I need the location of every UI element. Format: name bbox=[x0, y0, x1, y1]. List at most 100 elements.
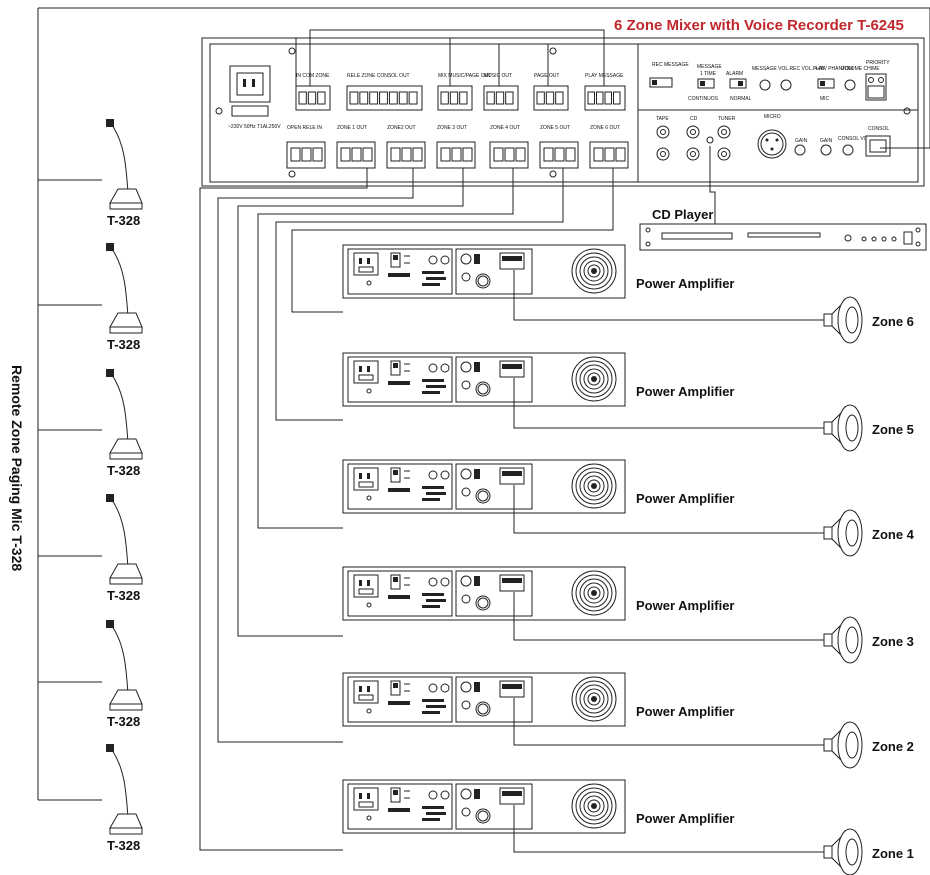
zone-speaker: Zone 1 bbox=[823, 828, 914, 875]
control-label: MESSAGE bbox=[697, 64, 722, 70]
connector-label: IN COM ZONE bbox=[296, 73, 330, 79]
wire bbox=[513, 270, 824, 321]
terminal-block bbox=[346, 85, 423, 111]
zone-label: Zone 1 bbox=[872, 846, 914, 861]
zone-speaker: Zone 3 bbox=[823, 616, 914, 664]
terminal-block bbox=[286, 141, 326, 169]
paging-mic: T-328 bbox=[106, 494, 143, 603]
paging-mic: T-328 bbox=[106, 620, 143, 729]
zone-speaker: Zone 2 bbox=[823, 721, 914, 769]
power-amplifier: Power Amplifier bbox=[342, 459, 734, 514]
zone-label: Zone 5 bbox=[872, 422, 914, 437]
cd-player: CD Player bbox=[639, 207, 927, 251]
control-label: PRIORITY bbox=[866, 60, 890, 66]
wire bbox=[275, 168, 564, 421]
input-label: MICRO bbox=[764, 114, 781, 120]
control-label: REC MESSAGE bbox=[652, 62, 689, 68]
terminal-block bbox=[539, 141, 579, 169]
mic-label: T-328 bbox=[107, 714, 140, 729]
control-label: MESSAGE VOL.REC VOL.PLAY bbox=[752, 66, 826, 72]
wire bbox=[513, 485, 824, 534]
connector-label: OPEN RELE IN bbox=[287, 125, 322, 131]
paging-mic: T-328 bbox=[106, 119, 143, 228]
control-label: MIC bbox=[820, 96, 830, 102]
amplifier-label: Power Amplifier bbox=[636, 811, 734, 826]
connector-label: ZONE2 OUT bbox=[387, 125, 416, 131]
wire bbox=[257, 168, 514, 529]
mixer-control-panel: REC MESSAGE MESSAGE 1 TIME CONTINUOS ALA… bbox=[649, 60, 890, 102]
power-amplifier: Power Amplifier bbox=[342, 672, 734, 727]
side-label: Remote Zone Paging Mic T-328 bbox=[9, 365, 25, 571]
terminal-block bbox=[386, 141, 426, 169]
amplifier-label: Power Amplifier bbox=[636, 704, 734, 719]
zone-label: Zone 6 bbox=[872, 314, 914, 329]
wire bbox=[237, 168, 464, 637]
terminal-block bbox=[295, 85, 331, 111]
connector-label: ZONE 5 OUT bbox=[540, 125, 570, 131]
zone-speaker: Zone 4 bbox=[823, 509, 915, 557]
mixer-input-panel: TAPE CD TUNER MICRO GAIN CONSOL GAIN CON… bbox=[656, 114, 891, 161]
connector-label: MIX MUSIC/PAGE OUT bbox=[438, 73, 491, 79]
wire bbox=[199, 168, 368, 851]
power-rating-text: ~230V 50Hz T1AL250V bbox=[228, 124, 281, 130]
mic-label: T-328 bbox=[107, 463, 140, 478]
input-label: TAPE bbox=[656, 116, 669, 122]
terminal-block bbox=[589, 141, 629, 169]
control-label: CONTINUOS bbox=[688, 96, 719, 102]
connector-label: PLAY MESSAGE bbox=[585, 73, 624, 79]
wire bbox=[513, 698, 824, 746]
amplifier-label: Power Amplifier bbox=[636, 276, 734, 291]
terminal-block bbox=[336, 141, 376, 169]
control-label: VOLUME CHIME bbox=[841, 66, 880, 72]
power-amplifier: Power Amplifier bbox=[342, 352, 734, 407]
input-label: CONSOL bbox=[868, 126, 889, 132]
power-amplifier: Power Amplifier bbox=[342, 779, 734, 834]
wiring bbox=[37, 7, 930, 853]
wire bbox=[498, 43, 549, 86]
connector-label: ZONE 4 OUT bbox=[490, 125, 520, 131]
mic-label: T-328 bbox=[107, 838, 140, 853]
zone-label: Zone 3 bbox=[872, 634, 914, 649]
terminal-block bbox=[436, 141, 476, 169]
zone-speakers: Zone 6 Zone 5 Zone 4 Zone 3 Zone 2 Zone 1 bbox=[823, 296, 915, 875]
control-label: GAIN bbox=[820, 138, 833, 144]
terminal-block bbox=[584, 85, 626, 111]
connector-label: ZONE 6 OUT bbox=[590, 125, 620, 131]
wire bbox=[513, 378, 824, 429]
connector-label: PAGE OUT bbox=[534, 73, 559, 79]
cd-player-label: CD Player bbox=[652, 207, 713, 222]
control-label: NORMAL bbox=[730, 96, 752, 102]
amplifier-label: Power Amplifier bbox=[636, 598, 734, 613]
mic-label: T-328 bbox=[107, 588, 140, 603]
diagram-title: 6 Zone Mixer with Voice Recorder T-6245 bbox=[614, 17, 904, 34]
mic-label: T-328 bbox=[107, 213, 140, 228]
connector-label: MUSIC OUT bbox=[484, 73, 512, 79]
amplifier-label: Power Amplifier bbox=[636, 384, 734, 399]
wire bbox=[217, 168, 414, 743]
wire bbox=[709, 146, 716, 224]
wire bbox=[309, 29, 605, 86]
terminal-block bbox=[489, 141, 529, 169]
amplifier-label: Power Amplifier bbox=[636, 491, 734, 506]
wire bbox=[513, 805, 824, 853]
input-label: GAIN bbox=[795, 138, 808, 144]
zone-label: Zone 2 bbox=[872, 739, 914, 754]
paging-mic: T-328 bbox=[106, 744, 143, 853]
control-label: CONSOL VOLUME bbox=[838, 136, 882, 142]
wire bbox=[38, 7, 930, 149]
zone-speaker: Zone 5 bbox=[823, 404, 914, 452]
control-label: 1 TIME bbox=[700, 71, 717, 77]
wire bbox=[291, 168, 614, 313]
power-amplifier: Power Amplifier bbox=[342, 244, 734, 299]
wire bbox=[513, 592, 824, 641]
zone-label: Zone 4 bbox=[872, 527, 915, 542]
paging-mic: T-328 bbox=[106, 243, 143, 352]
connector-label: ZONE 3 OUT bbox=[437, 125, 467, 131]
mic-label: T-328 bbox=[107, 337, 140, 352]
